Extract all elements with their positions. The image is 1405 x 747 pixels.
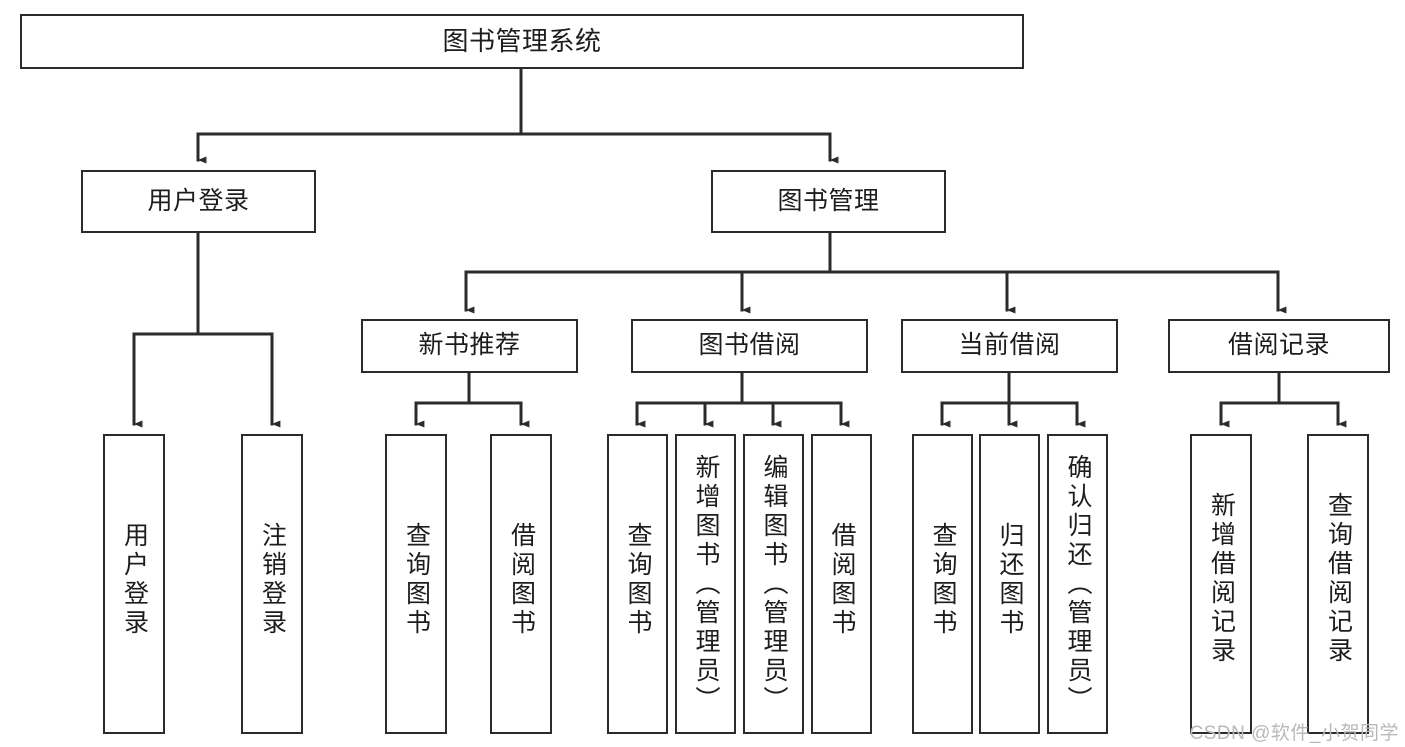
node-label: 查询图书	[402, 522, 431, 638]
node-label: 新书推荐	[418, 331, 521, 360]
leaf-return-book[interactable]: 归还图书	[979, 434, 1040, 734]
node-user-login[interactable]: 用户登录	[81, 170, 316, 233]
node-label: 图书管理系统	[442, 26, 602, 57]
leaf-edit-book-admin[interactable]: 编辑图书（管理员）	[743, 434, 804, 734]
leaf-add-borrow-record[interactable]: 新增借阅记录	[1190, 434, 1252, 734]
node-label: 归还图书	[996, 522, 1024, 638]
leaf-borrow-book-1[interactable]: 借阅图书	[490, 434, 552, 734]
node-root-system[interactable]: 图书管理系统	[20, 14, 1024, 69]
leaf-borrow-book-2[interactable]: 借阅图书	[811, 434, 872, 734]
node-new-book-recommend[interactable]: 新书推荐	[361, 319, 578, 373]
node-book-manage[interactable]: 图书管理	[711, 170, 946, 233]
leaf-query-book-1[interactable]: 查询图书	[385, 434, 447, 734]
node-label: 当前借阅	[958, 331, 1061, 360]
node-label: 用户登录	[147, 186, 250, 215]
node-label: 借阅图书	[507, 522, 536, 638]
leaf-query-borrow-record[interactable]: 查询借阅记录	[1307, 434, 1369, 734]
node-label: 查询借阅记录	[1324, 492, 1353, 666]
node-current-borrow[interactable]: 当前借阅	[901, 319, 1118, 373]
node-label: 图书借阅	[698, 331, 801, 360]
node-label: 查询图书	[929, 522, 957, 638]
leaf-query-book-2[interactable]: 查询图书	[607, 434, 668, 734]
node-label: 新增借阅记录	[1207, 492, 1236, 666]
csdn-watermark: CSDN @软件_小贺同学	[1189, 723, 1399, 744]
leaf-query-book-3[interactable]: 查询图书	[912, 434, 973, 734]
node-label: 用户登录	[120, 522, 149, 638]
node-label: 确认归还（管理员）	[1064, 454, 1092, 715]
node-label: 新增图书（管理员）	[692, 454, 720, 715]
node-label: 查询图书	[624, 522, 652, 638]
leaf-confirm-return-admin[interactable]: 确认归还（管理员）	[1047, 434, 1108, 734]
node-book-borrow[interactable]: 图书借阅	[631, 319, 868, 373]
leaf-logout[interactable]: 注销登录	[241, 434, 303, 734]
node-label: 借阅记录	[1227, 331, 1330, 360]
node-borrow-record[interactable]: 借阅记录	[1168, 319, 1390, 373]
leaf-user-login[interactable]: 用户登录	[103, 434, 165, 734]
leaf-add-book-admin[interactable]: 新增图书（管理员）	[675, 434, 736, 734]
node-label: 编辑图书（管理员）	[760, 454, 788, 715]
node-label: 借阅图书	[828, 522, 856, 638]
node-label: 注销登录	[258, 522, 287, 638]
node-label: 图书管理	[777, 186, 880, 215]
